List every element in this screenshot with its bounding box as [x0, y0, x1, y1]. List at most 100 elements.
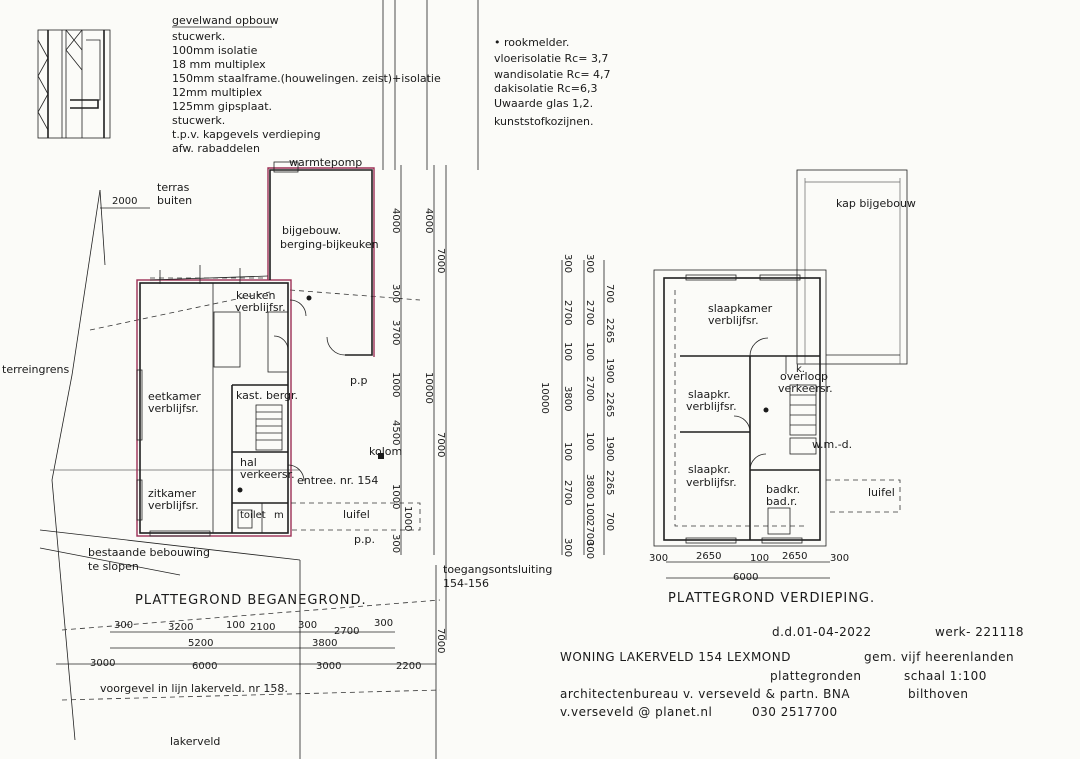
label-pp-2: p.p.: [354, 533, 375, 546]
dim-v-upper: 300: [584, 254, 595, 273]
dim-h: 2100: [250, 622, 275, 633]
label-warmtepomp: warmtepomp: [289, 156, 362, 169]
dim-v-upper: 2700: [562, 300, 573, 325]
dim-h-upper: 300: [649, 553, 668, 564]
label-wmd: w.m.-d.: [812, 438, 852, 451]
dim-v: 300: [390, 284, 401, 303]
label-toilet: toilet: [240, 510, 266, 521]
dim-v-upper: 300: [584, 540, 595, 559]
label-hal: hal: [240, 456, 257, 469]
title-sheet: plattegronden: [770, 669, 861, 683]
label-slaapkamer-verblijfsr: verblijfsr.: [708, 314, 759, 327]
dim-v-upper: 300: [562, 538, 573, 557]
label-keuken-verblijfsr: verblijfsr.: [235, 301, 286, 314]
dim-h: 3000: [90, 658, 115, 669]
label-bestaande-bebouwing: bestaande bebouwing: [88, 546, 210, 559]
title-municipality: gem. vijf heerenlanden: [864, 650, 1014, 664]
dim-h-upper-total: 6000: [733, 572, 758, 583]
wall-layer: stucwerk.: [172, 30, 225, 43]
label-lakerveld: lakerveld: [170, 735, 220, 748]
spec-line: vloerisolatie Rc= 3,7: [494, 52, 608, 65]
dim-h: 300: [298, 620, 317, 631]
label-kolom: kolom: [369, 445, 402, 458]
dim-v-upper: 1900: [604, 358, 615, 383]
upper-staircase: [789, 384, 817, 436]
label-bijgebouw: bijgebouw.: [282, 224, 341, 237]
dim-v: 300: [390, 534, 401, 553]
ground-floor-title: PLATTEGROND BEGANEGROND.: [135, 593, 367, 608]
spec-line: • rookmelder.: [494, 36, 569, 49]
label-hal-verkeersr: verkeersr.: [240, 468, 295, 481]
title-office: architectenbureau v. verseveld & partn. …: [560, 687, 850, 701]
label-keuken: keuken: [236, 289, 275, 302]
label-overloop-verkeersr: verkeersr.: [778, 382, 833, 395]
label-berging-bijkeuken: berging-bijkeuken: [280, 238, 379, 251]
spec-line: wandisolatie Rc= 4,7: [494, 68, 611, 81]
wall-section-sketch: [37, 29, 111, 139]
dim-v: 4500: [390, 420, 401, 445]
dim-h-upper: 2650: [782, 551, 807, 562]
title-project: WONING LAKERVELD 154 LEXMOND: [560, 650, 791, 664]
dim-v-upper: 2700: [562, 480, 573, 505]
dim-v-upper-total: 10000: [539, 382, 550, 414]
upper-floor-horizontal-dims: 300 2650 100 2650 300 6000: [649, 551, 849, 583]
dim-v-upper: 100: [584, 432, 595, 451]
dim-v: 4000: [423, 208, 434, 233]
label-slaapkr-a-verblijfsr: verblijfsr.: [686, 400, 737, 413]
wall-layer: stucwerk.: [172, 114, 225, 127]
dim-h-upper: 100: [750, 553, 769, 564]
dim-v-upper: 2700: [584, 376, 595, 401]
title-city: bilthoven: [908, 687, 969, 701]
dim-v: 1000: [390, 372, 401, 397]
spec-line: Uwaarde glas 1,2.: [494, 97, 593, 110]
dim-h: 6000: [192, 661, 217, 672]
label-terreingrens: terreingrens: [2, 363, 69, 376]
dim-v: 1000: [402, 506, 413, 531]
wall-build-up-notes: gevelwand opbouw stucwerk. 100mm isolati…: [172, 14, 441, 155]
dim-v-upper: 700: [604, 512, 615, 531]
label-luifel: luifel: [343, 508, 370, 521]
label-slaapkr-b-verblijfsr: verblijfsr.: [686, 476, 737, 489]
dim-v-upper: 2265: [604, 392, 615, 417]
annex-outline: [269, 169, 373, 356]
dim-v-upper: 2265: [604, 318, 615, 343]
dim-v: 10000: [423, 372, 434, 404]
upper-floor-plan: kap bijgebouw slaapkamer verblijfsr. k. …: [653, 169, 916, 606]
upper-floor-title: PLATTEGROND VERDIEPING.: [668, 591, 875, 606]
terrain-boundary-line: [51, 189, 101, 741]
annex-roof-outline: [796, 169, 908, 365]
spec-notes: • rookmelder. vloerisolatie Rc= 3,7 wand…: [494, 36, 611, 128]
title-date: d.d.01-04-2022: [772, 625, 872, 639]
label-pp-1: p.p: [350, 374, 367, 387]
dim-h: 100: [226, 620, 245, 631]
spec-line: kunststofkozijnen.: [494, 115, 593, 128]
dim-v-upper: 3800: [562, 386, 573, 411]
spec-line: dakisolatie Rc=6,3: [494, 82, 597, 95]
dim-v-upper: 100: [584, 502, 595, 521]
label-toegangsontsluiting: toegangsontsluiting: [443, 563, 552, 576]
wall-layer: 125mm gipsplaat.: [172, 100, 272, 113]
title-block: d.d.01-04-2022 werk- 221118 WONING LAKER…: [560, 625, 1024, 719]
dim-h: 5200: [188, 638, 213, 649]
label-entree: entree. nr. 154: [297, 474, 378, 487]
upper-floor-outline: [653, 269, 827, 547]
title-job: werk- 221118: [935, 625, 1024, 639]
label-slaapkr-a: slaapkr.: [688, 388, 731, 401]
title-phone: 030 2517700: [752, 705, 838, 719]
dim-h: 2200: [396, 661, 421, 672]
label-overloop: overloop: [780, 370, 828, 383]
dim-h: 3000: [316, 661, 341, 672]
dim-v-upper: 2700: [584, 300, 595, 325]
label-voorgevel: voorgevel in lijn lakerveld. nr 158.: [100, 682, 288, 695]
label-kap-bijgebouw: kap bijgebouw: [836, 197, 916, 210]
reference-lines: [299, 0, 479, 759]
wall-layer: 18 mm multiplex: [172, 58, 266, 71]
label-buiten: buiten: [157, 194, 192, 207]
label-kast-bergr: kast. bergr.: [236, 389, 298, 402]
dim-v-upper: 100: [562, 442, 573, 461]
wall-layer: 150mm staalframe.(houwelingen. zeist)+is…: [172, 72, 441, 85]
ground-floor-horizontal-dims: 300 3200 100 2100 300 2700 300 5200 3800…: [56, 618, 436, 672]
wall-layer: t.p.v. kapgevels verdieping: [172, 128, 321, 141]
